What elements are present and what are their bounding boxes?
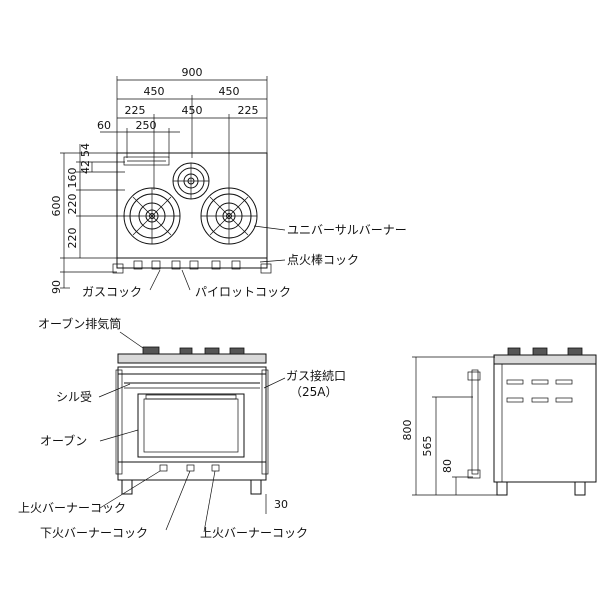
- front-leg-left: [121, 479, 133, 495]
- label-universal-burner: ユニバーサルバーナー: [287, 223, 407, 237]
- side-body: [493, 363, 597, 483]
- oven-door: [137, 393, 245, 458]
- dim-30: 30: [274, 498, 288, 511]
- front-view: オーブン排気筒 シル受 オーブン ガス接続口 （25A） 30 上火バーナーコッ…: [18, 316, 346, 540]
- label-lower-burner-cock: 下火バーナーコック: [40, 526, 148, 540]
- front-leg-right: [250, 479, 262, 495]
- label-ignition-cock: 点火棒コック: [287, 253, 359, 267]
- dim-600: 600: [50, 196, 63, 217]
- label-gas-connection: ガス接続口: [286, 368, 346, 383]
- dim-565: 565: [421, 436, 434, 457]
- top-cock-bar: [112, 257, 272, 274]
- dim-42: 42: [79, 160, 92, 174]
- label-oven-exhaust: オーブン排気筒: [38, 316, 121, 331]
- top-dimensions: [60, 76, 268, 289]
- dim-450-mid: 450: [182, 104, 203, 117]
- dim-450-left: 450: [144, 85, 165, 98]
- front-top-plate: [117, 353, 267, 364]
- label-pilot-cock: パイロットコック: [195, 285, 291, 299]
- front-body: [117, 373, 267, 481]
- top-control-strip: [123, 156, 170, 166]
- label-sill: シル受: [56, 390, 92, 404]
- dim-900: 900: [182, 66, 203, 79]
- dim-160: 160: [66, 168, 79, 189]
- dim-800: 800: [401, 420, 414, 441]
- side-vents: [506, 379, 573, 403]
- top-view-body: [116, 152, 268, 259]
- dim-54: 54: [79, 143, 92, 157]
- dim-250: 250: [136, 119, 157, 132]
- dim-60: 60: [97, 119, 111, 132]
- oven-exhaust: [142, 346, 160, 355]
- label-upper-burner-cock-right: 上火バーナーコック: [200, 526, 308, 540]
- label-upper-burner-cock-left: 上火バーナーコック: [18, 501, 126, 515]
- dim-225-right: 225: [238, 104, 259, 117]
- label-gas-connection-size: （25A）: [290, 385, 337, 399]
- label-gas-cock: ガスコック: [82, 285, 142, 299]
- label-oven: オーブン: [40, 433, 87, 448]
- dim-225-left: 225: [125, 104, 146, 117]
- left-burner: [123, 187, 181, 245]
- side-view: 800 565 80: [401, 347, 597, 496]
- right-burner: [200, 187, 258, 245]
- dim-220-bottom: 220: [66, 228, 79, 249]
- dim-80: 80: [441, 459, 454, 473]
- dim-450-right: 450: [219, 85, 240, 98]
- small-burner: [172, 162, 210, 200]
- top-view: 900 450 450 225 450 225 60 250 54 160 42…: [50, 66, 407, 299]
- dim-220-top: 220: [66, 194, 79, 215]
- dim-90: 90: [50, 280, 63, 294]
